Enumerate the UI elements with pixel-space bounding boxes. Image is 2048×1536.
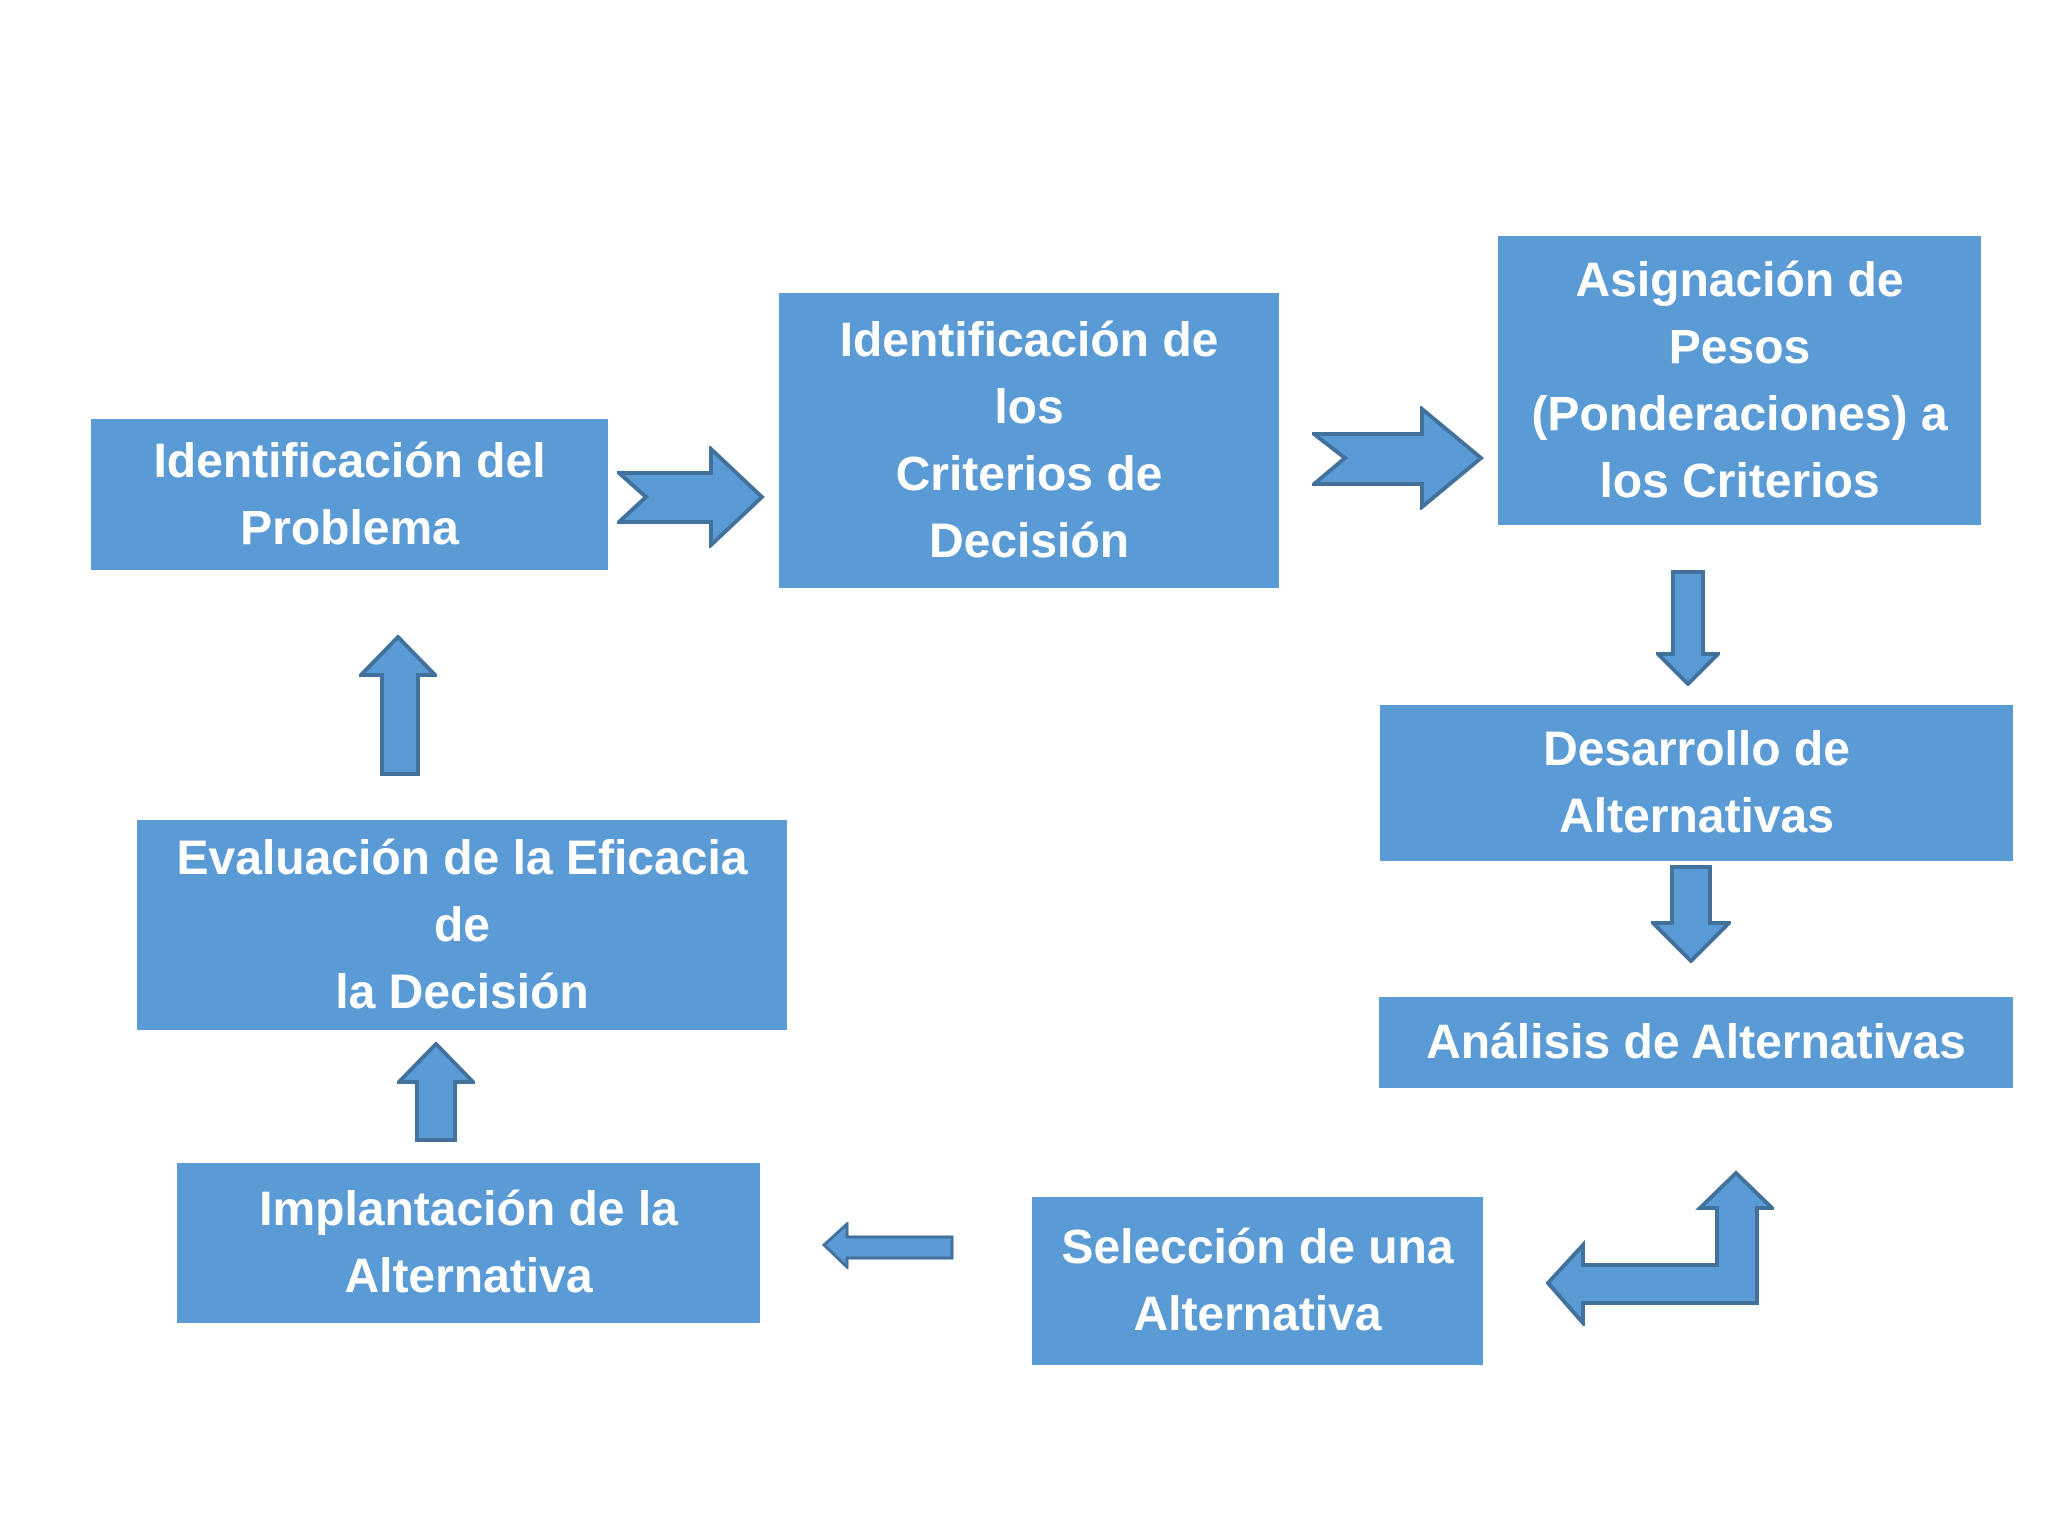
node-evaluacion-eficacia-decision: Evaluación de la Eficacia de la Decisión bbox=[137, 820, 787, 1030]
node-asignacion-pesos-criterios: Asignación de Pesos (Ponderaciones) a lo… bbox=[1498, 236, 1981, 525]
node-desarrollo-alternativas: Desarrollo de Alternativas bbox=[1380, 705, 2013, 861]
node-label: Análisis de Alternativas bbox=[1426, 1016, 1966, 1069]
arrow-criterios-to-pesos-icon bbox=[1312, 406, 1484, 510]
arrow-pesos-to-desarrollo-icon bbox=[1656, 570, 1720, 686]
arrow-desarrollo-to-analisis-icon bbox=[1651, 865, 1731, 963]
node-label: Selección de una Alternativa bbox=[1061, 1221, 1454, 1341]
arrow-problema-to-criterios-icon bbox=[617, 446, 765, 548]
node-implantacion-alternativa: Implantación de la Alternativa bbox=[177, 1163, 760, 1323]
node-label: Implantación de la Alternativa bbox=[259, 1183, 678, 1303]
node-label: Evaluación de la Eficacia de la Decisión bbox=[176, 831, 748, 1019]
arrow-implantacion-to-evaluacion-icon bbox=[397, 1042, 475, 1142]
arrow-seleccion-to-implantacion-icon bbox=[822, 1222, 954, 1269]
node-label: Asignación de Pesos (Ponderaciones) a lo… bbox=[1531, 253, 1948, 508]
node-label: Identificación del Problema bbox=[153, 434, 546, 555]
node-analisis-alternativas: Análisis de Alternativas bbox=[1379, 997, 2013, 1088]
arrow-evaluacion-to-problema-icon bbox=[359, 635, 437, 776]
node-identificacion-del-problema: Identificación del Problema bbox=[91, 419, 608, 570]
arrow-analisis-to-seleccion-elbow-icon bbox=[1546, 1170, 1774, 1326]
node-label: Identificación de los Criterios de Decis… bbox=[839, 313, 1219, 568]
node-seleccion-alternativa: Selección de una Alternativa bbox=[1032, 1197, 1483, 1365]
node-label: Desarrollo de Alternativas bbox=[1543, 723, 1850, 843]
node-identificacion-criterios-decision: Identificación de los Criterios de Decis… bbox=[779, 293, 1279, 588]
